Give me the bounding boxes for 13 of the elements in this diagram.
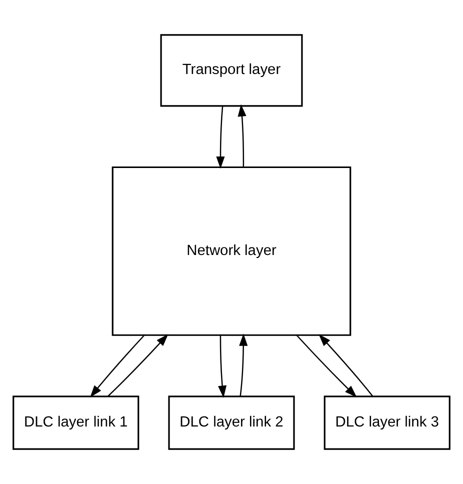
node-box: DLC layer link 2 <box>168 396 295 450</box>
arrow <box>108 334 168 396</box>
node-box: DLC layer link 3 <box>324 396 450 450</box>
arrow <box>218 335 227 398</box>
node-box: Transport layer <box>160 34 303 107</box>
arrow <box>238 104 246 167</box>
arrow <box>318 334 373 396</box>
arrow <box>90 335 144 398</box>
arrow <box>216 106 225 169</box>
arrow <box>239 334 248 396</box>
node-box: Network layer <box>112 166 352 336</box>
node-box: DLC layer link 1 <box>12 396 140 450</box>
arrow <box>296 335 357 398</box>
